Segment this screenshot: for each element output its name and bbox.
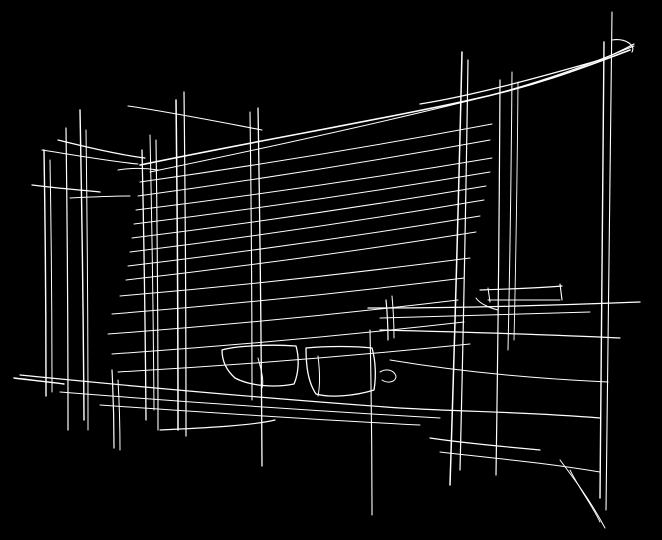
column-line (49, 159, 53, 393)
louvre-slat (129, 199, 485, 253)
seating-group (221, 344, 397, 397)
louvre-slat (119, 257, 471, 297)
column-line (495, 79, 501, 476)
louvre-slat (137, 139, 491, 197)
column-line (449, 51, 463, 486)
louvre-slat (111, 277, 465, 315)
louvre-slat (131, 185, 487, 239)
column-line (249, 111, 253, 401)
louvre-slat (107, 299, 459, 335)
column-line (117, 379, 121, 451)
column-line (141, 149, 147, 421)
base-lines (13, 374, 606, 529)
column-line (257, 107, 263, 467)
column-line (85, 129, 89, 431)
column-line (599, 41, 605, 499)
column-line (149, 134, 155, 411)
right-side-planes (367, 283, 641, 383)
facade-columns (43, 11, 613, 516)
louvre-slat (139, 123, 493, 183)
column-line (513, 81, 519, 341)
column-line (175, 99, 179, 431)
column-line (155, 139, 159, 431)
column-line (43, 149, 47, 397)
column-line (385, 299, 389, 341)
louvre-slat (117, 343, 471, 373)
louvre-slat (127, 215, 481, 267)
louvre-slat (135, 157, 493, 211)
column-line (79, 109, 85, 421)
facade-louvres (107, 123, 493, 373)
column-line (605, 11, 613, 511)
column-line (65, 127, 69, 431)
louvre-slat (133, 171, 491, 225)
louvre-slat (125, 231, 477, 281)
column-line (391, 295, 395, 339)
column-line (459, 59, 469, 471)
upper-left-ledges (31, 139, 159, 199)
column-line (111, 369, 115, 449)
